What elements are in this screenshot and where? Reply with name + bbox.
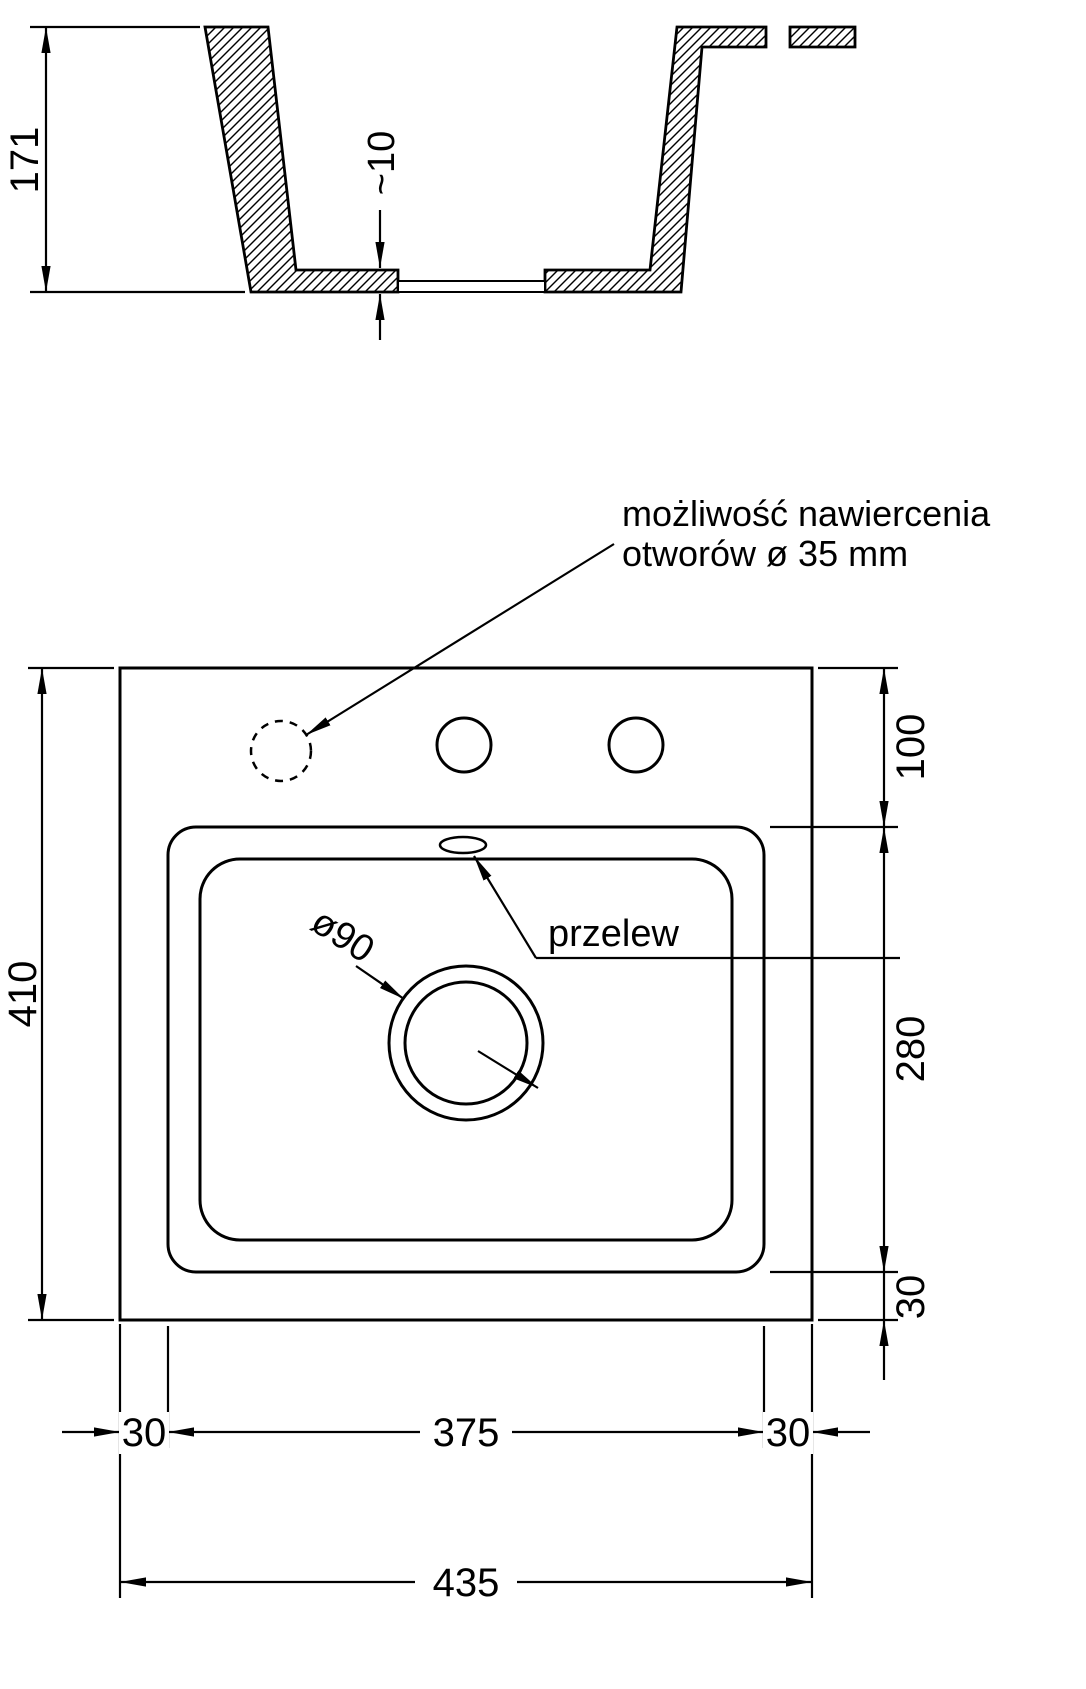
- dim-height-171-label: 171: [3, 127, 47, 194]
- overflow-slot: [438, 835, 488, 855]
- section-left-wall-and-bottom: [203, 25, 400, 294]
- basin-rim-outline: [166, 825, 766, 1274]
- drain-diameter-label: ø90: [304, 900, 382, 971]
- section-drain-flange: [397, 280, 546, 293]
- section-right-wall-and-deck: [543, 25, 768, 294]
- drain-inner-circle: [403, 980, 529, 1106]
- dim-height-410: 410: [1, 666, 114, 1322]
- dim-width-total-label: 435: [433, 1561, 500, 1605]
- dims-bottom-row1: 30 375 30: [62, 1411, 870, 1455]
- overflow-label: przelew: [548, 913, 679, 955]
- dim-right-margin-label: 30: [766, 1411, 811, 1455]
- dim-height-410-label: 410: [1, 961, 45, 1028]
- faucet-hole-1: [435, 716, 493, 774]
- drill-note-leader: [305, 543, 615, 736]
- drain-leader-lower: [477, 1050, 539, 1089]
- overflow-leader: [473, 855, 537, 959]
- dim-height-171: 171: [3, 25, 245, 294]
- dims-bottom-row2: 435: [120, 1561, 812, 1605]
- drill-note-line1: możliwość nawiercenia: [622, 493, 991, 534]
- drain-leader-upper: [355, 965, 405, 1000]
- dim-bottom-thickness-label: ~10: [361, 131, 403, 195]
- dim-basin-width-label: 375: [433, 1411, 500, 1455]
- dim-bottom-offset-label: 30: [889, 1275, 933, 1320]
- section-deck-right-piece: [788, 25, 857, 49]
- cross-section-view: 171 ~10: [3, 25, 857, 340]
- drill-note: możliwość nawiercenia otworów ø 35 mm: [305, 493, 991, 736]
- overflow-callout: przelew: [473, 855, 900, 960]
- faucet-hole-2: [607, 716, 665, 774]
- drill-note-line2: otworów ø 35 mm: [622, 533, 908, 574]
- drain-outer-circle: [387, 964, 545, 1122]
- dim-top-offset-label: 100: [889, 714, 933, 781]
- dim-left-margin-label: 30: [122, 1411, 167, 1455]
- plan-view: możliwość nawiercenia otworów ø 35 mm pr…: [1, 493, 991, 1605]
- dim-bottom-thickness: ~10: [361, 131, 403, 340]
- basin-bottom-outline: [198, 857, 734, 1242]
- dims-right-column: 100 280 30: [770, 666, 933, 1380]
- sink-outline: [118, 666, 814, 1322]
- dim-basin-length-label: 280: [889, 1016, 933, 1083]
- optional-drill-hole-dashed: [249, 719, 313, 783]
- dims-bottom-extensions: [118, 1324, 814, 1598]
